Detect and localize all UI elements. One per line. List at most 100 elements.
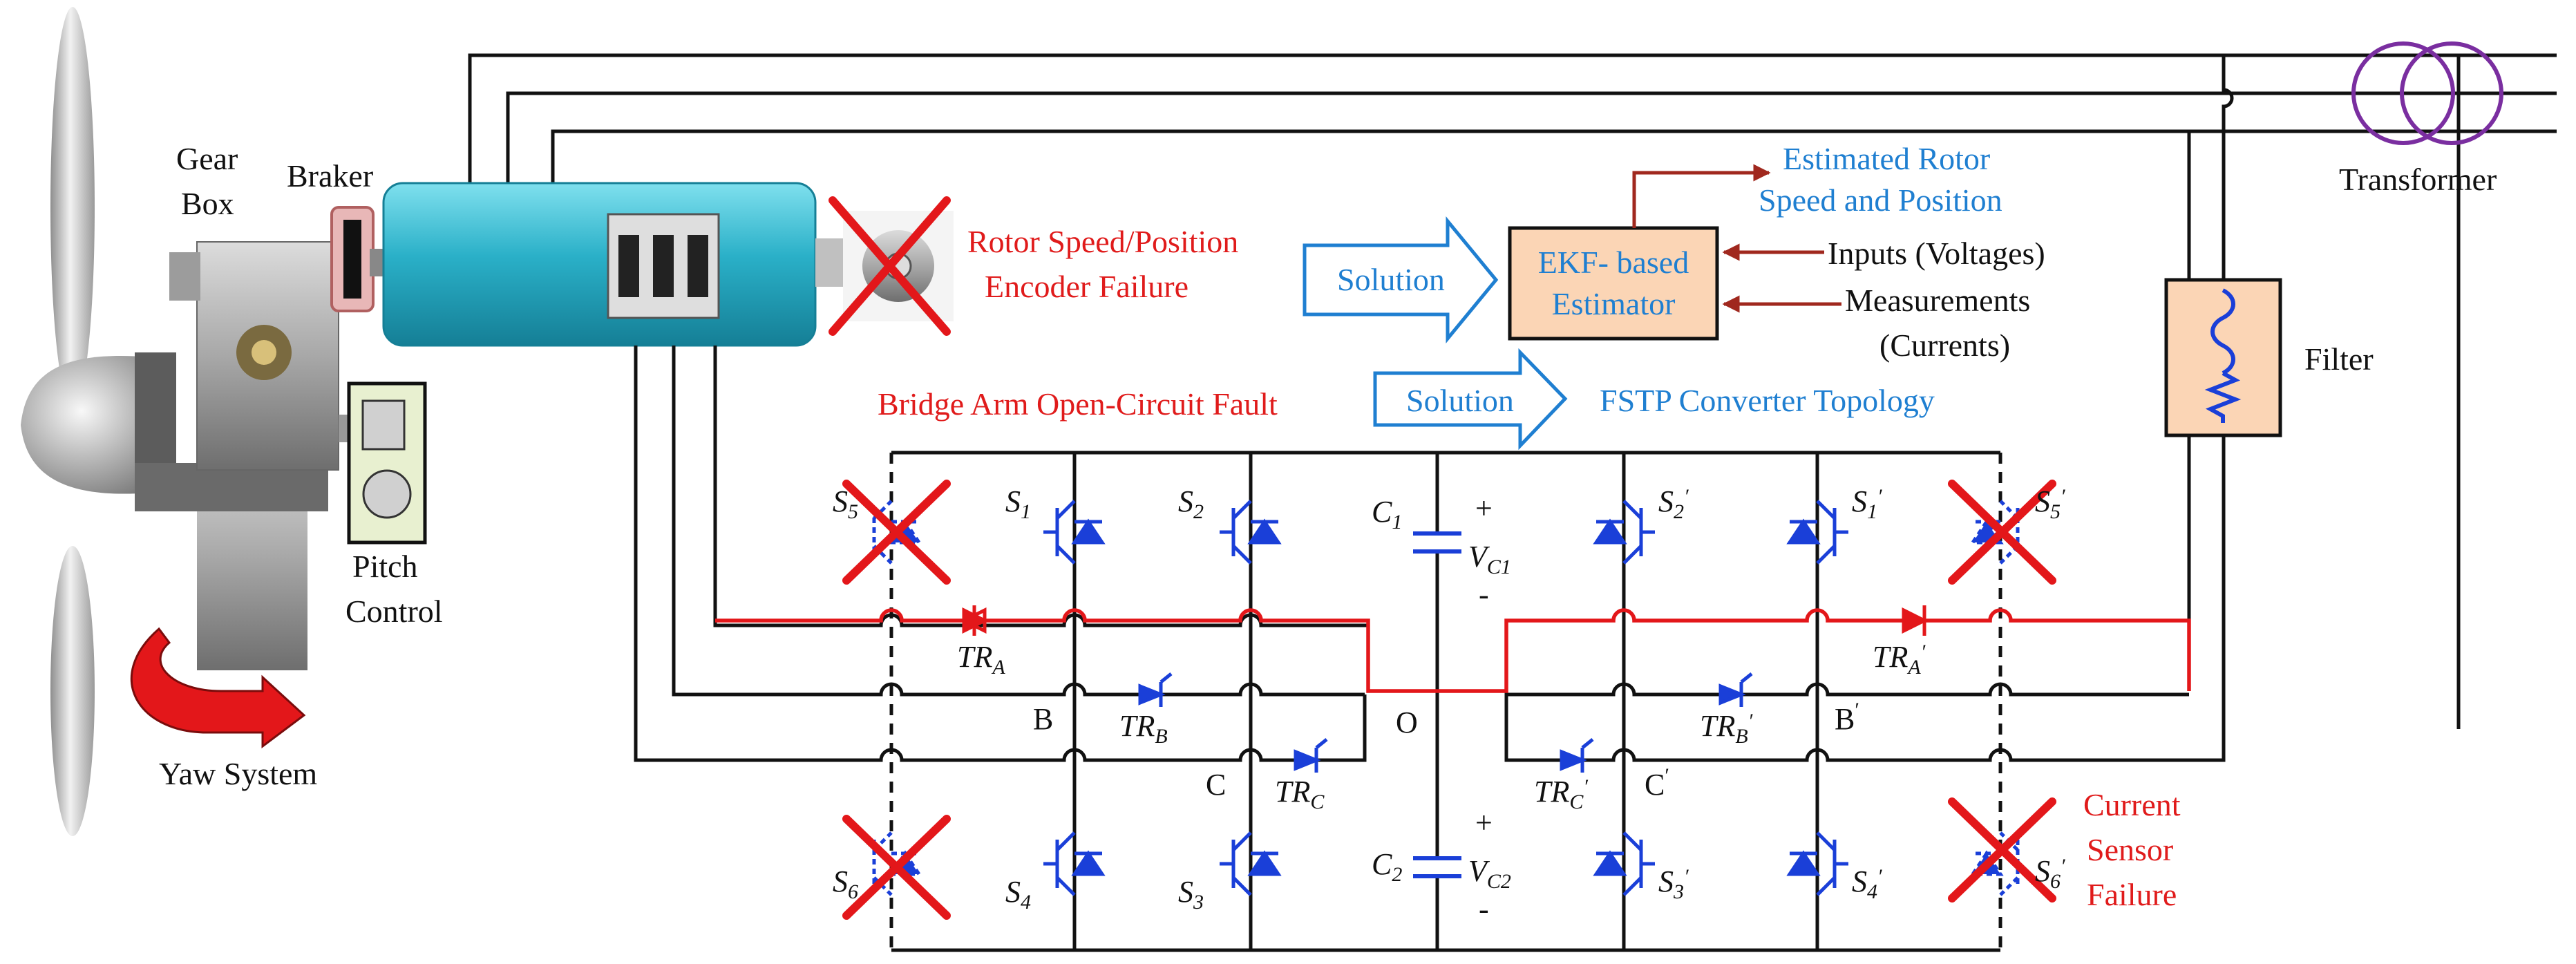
svg-text:S6: S6	[833, 864, 858, 903]
triac-labels: TRA TRB TRC TRA′ TRB′ TRC′	[957, 640, 1926, 813]
trbp-sub: B	[1735, 725, 1748, 748]
s6p-sub: 6	[2050, 870, 2061, 893]
node-b: B	[1033, 702, 1053, 736]
encoder-fault-line2: Encoder Failure	[985, 269, 1188, 304]
estimated-output-line2: Speed and Position	[1759, 182, 2002, 218]
c1-label: C	[1372, 495, 1392, 529]
estimator-box	[1508, 226, 1719, 341]
vc2-label: V	[1468, 854, 1490, 888]
estimator-output-arrow	[1632, 164, 1771, 228]
fstp-label: FSTP Converter Topology	[1600, 383, 1935, 418]
svg-text:TRC: TRC	[1275, 775, 1325, 813]
sensor-fault-line3: Failure	[2087, 877, 2177, 912]
c2-sub: 2	[1392, 863, 1402, 886]
trb-sub: B	[1155, 725, 1167, 748]
triac-b	[1138, 672, 1173, 707]
turbine-drawing	[21, 7, 954, 836]
svg-text:C2: C2	[1372, 847, 1402, 886]
bridge-fault-label: Bridge Arm Open-Circuit Fault	[878, 386, 1278, 422]
node-c-prime: C	[1645, 768, 1665, 802]
capacitors	[1413, 531, 1461, 878]
fault-tolerant-path	[715, 608, 2191, 693]
s1-sub: 1	[1021, 500, 1031, 523]
vc2-minus: -	[1479, 892, 1489, 926]
s3-sub: 3	[1193, 891, 1204, 914]
trap-sub: A	[1906, 656, 1921, 679]
svg-text:S2′: S2′	[1658, 484, 1689, 523]
vc1-label: V	[1468, 540, 1490, 574]
igbt-switches	[872, 500, 2020, 896]
node-labels: B C O B′ C′	[1033, 699, 1859, 802]
triac-c	[1294, 738, 1328, 773]
s3-label: S	[1178, 875, 1193, 909]
svg-text:S1: S1	[1005, 484, 1031, 523]
trc-sub: C	[1310, 791, 1325, 813]
svg-text:S3′: S3′	[1658, 864, 1689, 903]
pitch-label-line1: Pitch	[352, 549, 418, 584]
switch-s1	[1043, 500, 1106, 565]
node-c: C	[1206, 768, 1226, 802]
svg-text:S5: S5	[833, 484, 858, 523]
vc2-plus: +	[1475, 806, 1493, 840]
trc-label: TR	[1275, 775, 1310, 809]
solution-label-2: Solution	[1406, 383, 1514, 418]
switch-s4	[1043, 831, 1106, 896]
transformer-label: Transformer	[2339, 162, 2497, 197]
solution-arrow-2	[1373, 348, 1568, 451]
filter	[2164, 278, 2282, 437]
faulty-switch-crosses	[842, 480, 2056, 920]
svg-text:S4: S4	[1005, 875, 1031, 914]
s5p-label: S	[2035, 484, 2050, 518]
filter-label: Filter	[2304, 341, 2374, 377]
yaw-label: Yaw System	[159, 756, 317, 791]
s4-label: S	[1005, 875, 1021, 909]
tra-label: TR	[957, 640, 992, 674]
svg-text:S1′: S1′	[1852, 484, 1882, 523]
gear-label-line2: Box	[181, 186, 234, 221]
s1-label: S	[1005, 484, 1021, 518]
tra-sub: A	[991, 656, 1005, 679]
s2-sub: 2	[1193, 500, 1204, 523]
pitch-label-line2: Control	[345, 594, 443, 629]
switch-s3-prime	[1593, 831, 1655, 896]
c2-label: C	[1372, 847, 1392, 881]
s2p-sub: 2	[1674, 500, 1684, 523]
s5p-sub: 5	[2050, 500, 2061, 523]
solution-arrow-1	[1303, 216, 1499, 343]
svg-text:VC2: VC2	[1468, 854, 1511, 893]
s3p-label: S	[1658, 864, 1674, 898]
s3p-sub: 3	[1673, 880, 1684, 903]
c1-sub: 1	[1392, 511, 1402, 533]
svg-text:TRA′: TRA′	[1873, 640, 1926, 679]
encoder-fault-line1: Rotor Speed/Position	[967, 224, 1238, 259]
triac-b-prime	[1718, 672, 1753, 707]
estimator-line1: EKF- based	[1538, 245, 1689, 280]
braker-label: Braker	[287, 158, 373, 193]
svg-text:S6′: S6′	[2035, 854, 2065, 893]
switch-s4-prime	[1786, 831, 1848, 896]
triac-a-prime	[1902, 605, 1929, 636]
switch-s2	[1220, 500, 1282, 565]
svg-text:S4′: S4′	[1852, 864, 1882, 903]
svg-text:TRC′: TRC′	[1534, 775, 1588, 813]
estimator-line2: Estimator	[1552, 286, 1676, 321]
svg-text:VC1: VC1	[1468, 540, 1511, 578]
svg-text:C1: C1	[1372, 495, 1402, 533]
trcp-sub: C	[1569, 791, 1584, 813]
trap-label: TR	[1873, 640, 1908, 674]
s4p-label: S	[1852, 864, 1867, 898]
s2-label: S	[1178, 484, 1193, 518]
s6-label: S	[833, 864, 848, 898]
switch-s1-prime	[1786, 500, 1848, 565]
svg-text:C′: C′	[1645, 764, 1669, 802]
sensor-fault-line2: Sensor	[2087, 832, 2173, 867]
measurements-line2: (Currents)	[1879, 328, 2010, 363]
trcp-label: TR	[1534, 775, 1569, 809]
inputs-label: Inputs (Voltages)	[1828, 236, 2045, 271]
svg-text:S3: S3	[1178, 875, 1204, 914]
switch-s3	[1220, 831, 1282, 896]
s2p-label: S	[1658, 484, 1674, 518]
s5-label: S	[833, 484, 848, 518]
